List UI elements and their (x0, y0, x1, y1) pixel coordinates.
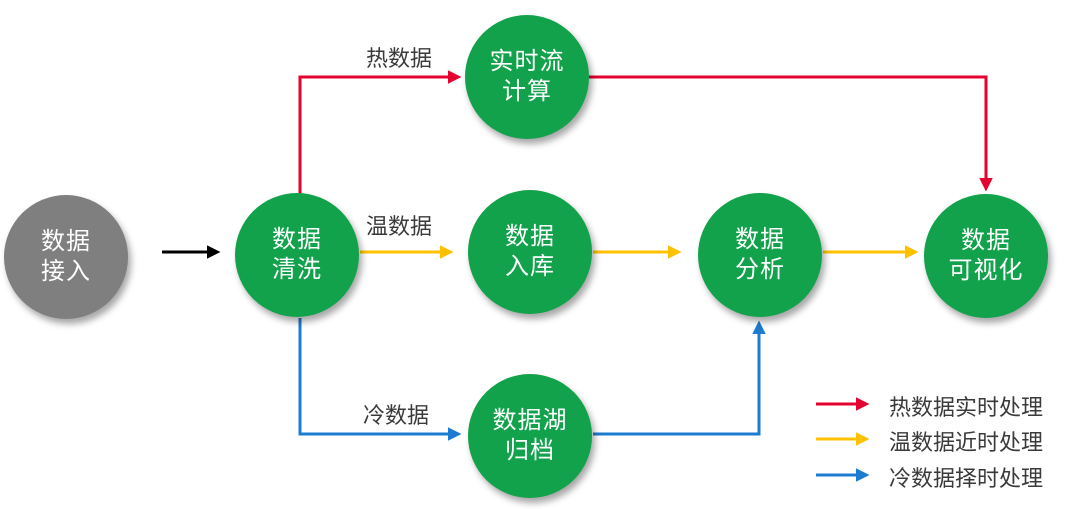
node-label-line: 计算 (502, 78, 552, 105)
node-label-line: 分析 (735, 256, 785, 283)
edge-label-warm-data: 温数据 (366, 214, 433, 239)
edge-label-hot-data: 热数据 (366, 46, 433, 71)
node-realtime-stream: 实时流 计算 (465, 15, 589, 139)
arrow-cleaning-to-lake (298, 318, 462, 441)
node-label-line: 接入 (41, 258, 91, 285)
node-label-line: 数据湖 (492, 407, 568, 434)
node-data-access: 数据 接入 (4, 195, 128, 319)
arrow-realtime-to-visualization (589, 75, 993, 192)
node-label-line: 数据 (505, 223, 555, 250)
arrow-cleaning-to-realtime (298, 70, 462, 194)
legend-label-hot-realtime: 热数据实时处理 (889, 395, 1044, 420)
legend-label-warm-neartime: 温数据近时处理 (889, 430, 1044, 455)
node-label-line: 数据 (961, 227, 1011, 254)
node-data-lake: 数据湖 归档 (468, 374, 592, 498)
node-label-line: 数据 (272, 226, 322, 253)
node-data-cleaning: 数据 清洗 (235, 193, 359, 317)
node-label-line: 数据 (735, 226, 785, 253)
node-label-line: 清洗 (272, 256, 322, 283)
edge-label-cold-data: 冷数据 (363, 403, 430, 428)
legend-label-cold-scheduled: 冷数据择时处理 (889, 466, 1044, 491)
node-label-line: 归档 (505, 437, 555, 464)
node-label-line: 数据 (41, 228, 91, 255)
node-label-line: 入库 (505, 253, 555, 280)
node-label-line: 实时流 (489, 48, 565, 75)
node-data-warehouse: 数据 入库 (468, 190, 592, 314)
node-label-line: 可视化 (948, 257, 1024, 284)
arrow-lake-to-analysis (593, 320, 766, 436)
node-data-visualization: 数据 可视化 (924, 194, 1048, 318)
node-data-analysis: 数据 分析 (698, 193, 822, 317)
